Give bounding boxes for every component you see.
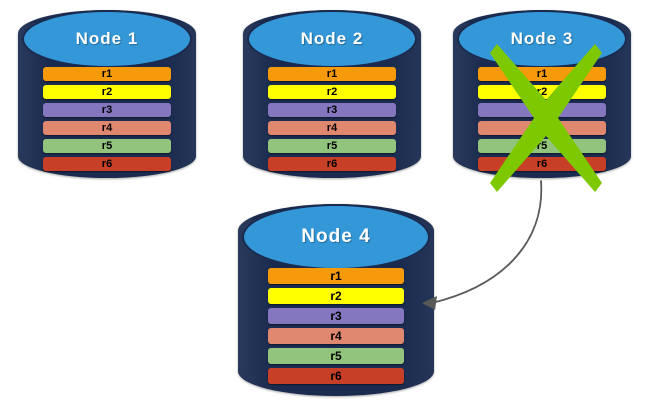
record-row[interactable]: r6 bbox=[43, 157, 171, 171]
record-list: r1 r2 r3 r4 r5 r6 bbox=[18, 67, 196, 175]
record-row[interactable]: r5 bbox=[268, 348, 404, 364]
record-row[interactable]: r4 bbox=[478, 121, 606, 135]
record-row[interactable]: r4 bbox=[268, 121, 396, 135]
record-row[interactable]: r5 bbox=[478, 139, 606, 153]
record-row[interactable]: r1 bbox=[478, 67, 606, 81]
record-list: r1 r2 r3 r4 r5 r6 bbox=[243, 67, 421, 175]
node-title: Node 4 bbox=[301, 226, 371, 247]
arrow-line bbox=[431, 180, 543, 304]
record-row[interactable]: r2 bbox=[478, 85, 606, 99]
record-list: r1 r2 r3 r4 r5 r6 bbox=[453, 67, 631, 175]
node-title: Node 3 bbox=[510, 29, 574, 48]
record-row[interactable]: r5 bbox=[43, 139, 171, 153]
record-row[interactable]: r4 bbox=[43, 121, 171, 135]
record-row[interactable]: r3 bbox=[478, 103, 606, 117]
record-row[interactable]: r2 bbox=[268, 288, 404, 304]
node-cylinder-2[interactable]: Node 2 r1 r2 r3 r4 r5 r6 bbox=[243, 10, 421, 178]
record-list: r1 r2 r3 r4 r5 r6 bbox=[238, 268, 434, 388]
cylinder-top-ellipse: Node 2 bbox=[246, 10, 418, 68]
record-row[interactable]: r1 bbox=[268, 268, 404, 284]
record-row[interactable]: r4 bbox=[268, 328, 404, 344]
cylinder-top-ellipse: Node 1 bbox=[21, 10, 193, 68]
record-row[interactable]: r2 bbox=[268, 85, 396, 99]
record-row[interactable]: r3 bbox=[268, 308, 404, 324]
record-row[interactable]: r5 bbox=[268, 139, 396, 153]
node-cylinder-1[interactable]: Node 1 r1 r2 r3 r4 r5 r6 bbox=[18, 10, 196, 178]
record-row[interactable]: r3 bbox=[268, 103, 396, 117]
node-cylinder-3[interactable]: Node 3 r1 r2 r3 r4 r5 r6 bbox=[453, 10, 631, 178]
cylinder-top-ellipse: Node 4 bbox=[242, 204, 430, 270]
record-row[interactable]: r1 bbox=[43, 67, 171, 81]
node-title: Node 1 bbox=[75, 29, 139, 48]
node-title: Node 2 bbox=[300, 29, 364, 48]
record-row[interactable]: r6 bbox=[478, 157, 606, 171]
cylinder-top-ellipse: Node 3 bbox=[456, 10, 628, 68]
record-row[interactable]: r2 bbox=[43, 85, 171, 99]
record-row[interactable]: r3 bbox=[43, 103, 171, 117]
record-row[interactable]: r6 bbox=[268, 157, 396, 171]
record-row[interactable]: r1 bbox=[268, 67, 396, 81]
node-cylinder-4[interactable]: Node 4 r1 r2 r3 r4 r5 r6 bbox=[238, 204, 434, 396]
record-row[interactable]: r6 bbox=[268, 368, 404, 384]
